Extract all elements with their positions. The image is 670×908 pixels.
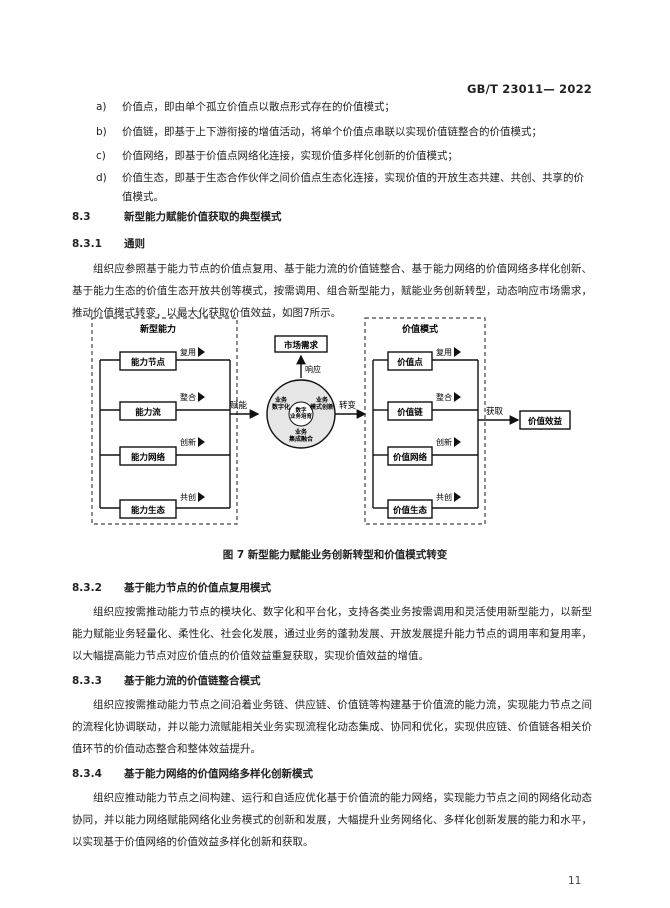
left-tag: 共创	[180, 492, 196, 502]
left-group-title: 新型能力	[140, 323, 176, 335]
right-item-label: 价值网络	[393, 452, 428, 463]
list-item: a) 价值点，即由单个孤立价值点以散点形式存在的价值模式；	[96, 98, 592, 117]
right-item-label: 价值点	[397, 357, 423, 368]
right-item-label: 价值链	[397, 407, 423, 418]
section-heading: 8.3.3 基于能力流的价值链整合模式	[72, 673, 261, 688]
right-item-value-ecosystem: 价值生态 共创	[373, 492, 478, 519]
left-item-capability-network: 能力网络 创新	[100, 437, 230, 466]
center-label: 数字业务培育	[290, 406, 313, 420]
respond-label: 响应	[305, 364, 321, 374]
section-number: 8.3.1	[72, 238, 102, 250]
section-title: 通则	[124, 238, 145, 250]
right-group-title: 价值模式	[402, 323, 438, 335]
list-item: d) 价值生态，即基于生态合作伙伴之间价值点生态化连接，实现价值的开放生态共建、…	[96, 169, 592, 207]
market-demand-label: 市场需求	[284, 340, 319, 351]
list-text: 价值链，即基于上下游衔接的增值活动，将单个价值点串联以实现价值链整合的价值模式；	[122, 126, 542, 138]
section-title: 基于能力节点的价值点复用模式	[124, 582, 271, 594]
left-item-capability-flow: 能力流 整合	[100, 392, 230, 421]
circle-label-bottom: 业务集成融合	[288, 428, 314, 443]
list-item: c) 价值网络，即基于价值点网络化连接，实现价值多样化创新的价值模式；	[96, 147, 592, 166]
left-item-label: 能力流	[135, 407, 161, 418]
value-benefit-box	[519, 410, 571, 430]
acquire-label: 获取	[486, 406, 504, 417]
paragraph: 组织应推动能力节点之间构建、运行和自适应优化基于价值流的能力网络，实现能力节点之…	[72, 792, 592, 848]
section-title: 基于能力流的价值链整合模式	[124, 675, 261, 687]
list-marker: d)	[96, 172, 107, 184]
left-item-label: 能力节点	[131, 357, 166, 368]
paragraph: 组织应按需推动能力节点之间沿着业务链、供应链、价值链等构建基于价值流的能力流，实…	[72, 699, 592, 755]
left-item-label: 能力网络	[131, 452, 166, 463]
empower-label: 赋能	[230, 400, 248, 411]
right-group-border	[364, 317, 486, 525]
left-item-capability-node: 能力节点 复用	[100, 347, 230, 371]
left-item-label: 能力生态	[131, 505, 166, 516]
circle-label-top-left: 业务数字化	[272, 396, 290, 411]
list-marker: c)	[96, 150, 106, 162]
section-heading: 8.3.4 基于能力网络的价值网络多样化创新模式	[72, 766, 313, 781]
section-number: 8.3.4	[72, 768, 102, 780]
left-tag: 创新	[180, 437, 196, 447]
list-item: b) 价值链，即基于上下游衔接的增值活动，将单个价值点串联以实现价值链整合的价值…	[96, 123, 592, 142]
section-heading: 8.3 新型能力赋能价值获取的典型模式	[72, 209, 282, 224]
right-tag: 创新	[436, 437, 452, 447]
right-item-label: 价值生态	[393, 505, 428, 516]
right-item-value-point: 价值点 复用	[373, 347, 478, 371]
center-circle	[288, 401, 314, 427]
circle-label-top-right: 业务模式创新	[310, 396, 334, 411]
paragraph: 组织应按需推动能力节点的模块化、数字化和平台化，支持各类业务按需调用和灵活使用新…	[72, 606, 592, 662]
page-number: 11	[568, 875, 582, 887]
right-tag: 复用	[436, 347, 452, 357]
right-item-value-chain: 价值链 整合	[373, 392, 478, 421]
list-text: 价值网络，即基于价值点网络化连接，实现价值多样化创新的价值模式；	[122, 150, 458, 162]
left-tag: 复用	[180, 347, 196, 357]
figure-caption: 图 7 新型能力赋能业务创新转型和价值模式转变	[222, 549, 448, 561]
paragraph: 组织应参照基于能力节点的价值点复用、基于能力流的价值链整合、基于能力网络的价值网…	[72, 263, 592, 319]
section-title: 基于能力网络的价值网络多样化创新模式	[124, 768, 313, 780]
section-title: 新型能力赋能价值获取的典型模式	[124, 211, 282, 223]
section-heading: 8.3.2 基于能力节点的价值点复用模式	[72, 580, 271, 595]
section-number: 8.3.2	[72, 582, 102, 594]
left-tag: 整合	[180, 392, 196, 402]
standard-code: GB/T 23011— 2022	[467, 82, 592, 96]
right-item-value-network: 价值网络 创新	[373, 437, 478, 466]
list-text: 价值点，即由单个孤立价值点以散点形式存在的价值模式；	[122, 101, 395, 113]
section-number: 8.3.3	[72, 675, 102, 687]
list-marker: b)	[96, 126, 107, 138]
right-tag: 共创	[436, 492, 452, 502]
left-group-border	[91, 317, 238, 525]
right-tag: 整合	[436, 392, 452, 402]
market-demand-box	[274, 335, 328, 353]
section-number: 8.3	[72, 211, 91, 223]
list-text: 价值生态，即基于生态合作伙伴之间价值点生态化连接，实现价值的开放生态共建、共创、…	[122, 172, 584, 203]
list-marker: a)	[96, 101, 107, 113]
value-benefit-label: 价值效益	[528, 416, 563, 427]
left-item-capability-ecosystem: 能力生态 共创	[100, 492, 230, 519]
transform-label: 转变	[339, 400, 357, 411]
figure-7: 新型能力 能力节点 复用 能力流 整合 能力网络 创新 能力生态 共创 赋能	[91, 317, 571, 525]
section-heading: 8.3.1 通则	[72, 236, 145, 251]
